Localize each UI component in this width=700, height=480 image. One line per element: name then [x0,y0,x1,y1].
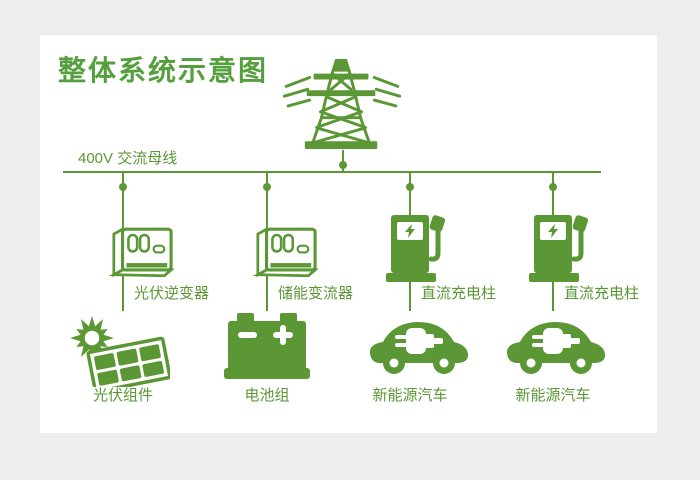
inverter-icon [108,226,174,278]
bus-label: 400V 交流母线 [78,150,178,167]
device-label-dc-charger-2: 直流充电柱 [564,285,640,302]
branch-node-3 [406,183,414,191]
inverter-icon [252,226,318,278]
transmission-tower-icon [283,58,401,150]
plug-icon [532,328,580,354]
charging-pile-icon [386,215,446,282]
ev-car-icon [507,322,605,374]
bus-line [63,171,601,173]
branch-node-2 [263,183,271,191]
solar-panel-icon [70,316,170,387]
diagram-card: 整体系统示意图 [40,35,657,433]
device-label-pv-inverter: 光伏逆变器 [134,285,210,302]
bottom-label-battery-pack: 电池组 [244,387,290,404]
sun-icon [70,316,114,358]
bottom-label-ev-2: 新能源汽车 [515,387,591,404]
battery-minus-sign [238,332,257,338]
bottom-label-pv-modules: 光伏组件 [92,387,153,404]
plug-icon [395,328,443,354]
diagram-title: 整体系统示意图 [58,55,269,86]
battery-icon [224,313,310,379]
device-label-storage-converter: 储能变流器 [278,285,354,302]
branch-node-1 [119,183,127,191]
device-label-dc-charger-1: 直流充电柱 [421,285,497,302]
ev-car-icon [370,322,468,374]
bottom-label-ev-1: 新能源汽车 [372,387,448,404]
branch-node-4 [549,183,557,191]
charging-pile-icon [529,215,589,282]
grid-bus-node [339,161,347,169]
